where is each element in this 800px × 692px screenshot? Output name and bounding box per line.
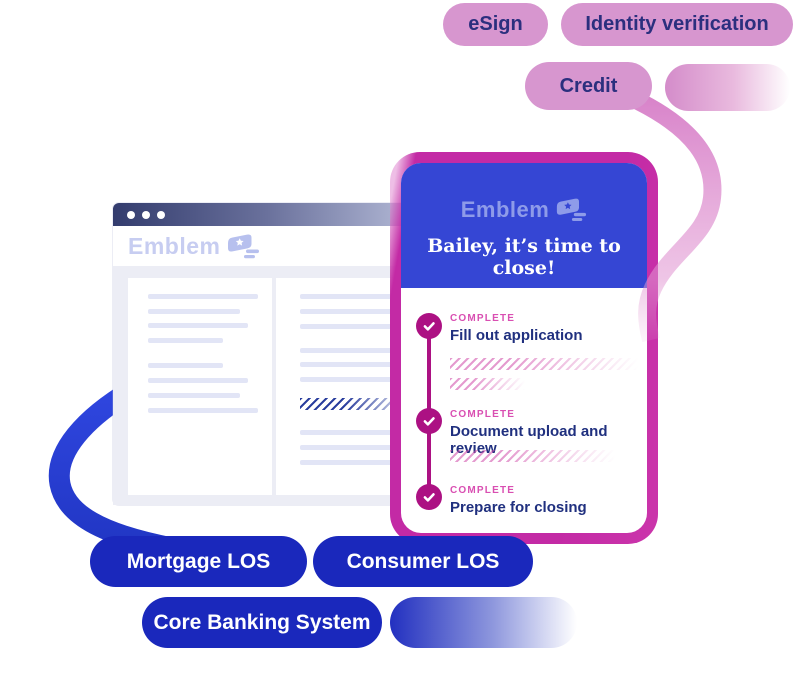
emblem-logo-text: Emblem	[128, 232, 221, 259]
placeholder-line	[148, 338, 223, 343]
window-control-dot-icon	[157, 210, 165, 219]
window-control-dot-icon	[127, 210, 135, 219]
emblem-flag-logo-icon	[557, 198, 587, 222]
emblem-logo-text: Emblem	[460, 197, 550, 222]
content-card	[128, 278, 272, 495]
browser-title-bar	[113, 203, 455, 226]
placeholder-line	[148, 323, 248, 328]
placeholder-line	[148, 408, 258, 413]
placeholder-line	[300, 430, 450, 435]
browser-toolbar: Emblem	[113, 226, 455, 266]
placeholder-line	[300, 294, 450, 299]
checklist-status: COMPLETE	[450, 313, 516, 324]
pill-mortgage-los: Mortgage LOS	[90, 536, 307, 587]
placeholder-line	[148, 393, 240, 398]
placeholder-line	[148, 363, 223, 368]
phone-screen: Emblem Bailey, it’s time to close! COMPL…	[401, 163, 647, 533]
placeholder-line	[300, 377, 450, 382]
pill-gradient-placeholder	[665, 64, 790, 111]
pill-core-banking-system: Core Banking System	[142, 597, 382, 648]
phone-app-header	[401, 163, 647, 288]
check-icon	[416, 484, 442, 510]
checklist-title: Fill out application	[450, 327, 583, 344]
phone-headline: Bailey, it’s time to close!	[427, 235, 621, 279]
pill-consumer-los: Consumer LOS	[313, 536, 533, 587]
placeholder-line	[300, 445, 440, 450]
checklist-status: COMPLETE	[450, 485, 516, 496]
placeholder-line	[300, 309, 440, 314]
emblem-logo: Emblem	[401, 197, 647, 223]
emblem-flag-logo-icon	[228, 233, 260, 258]
pill-gradient-placeholder	[390, 597, 577, 648]
placeholder-line	[300, 324, 450, 329]
phone-mockup: Emblem Bailey, it’s time to close! COMPL…	[390, 152, 658, 544]
checklist-status: COMPLETE	[450, 409, 516, 420]
check-icon	[416, 408, 442, 434]
placeholder-line	[300, 348, 440, 353]
hatched-placeholder-line	[450, 358, 646, 370]
placeholder-line	[300, 460, 450, 465]
placeholder-line	[148, 378, 248, 383]
check-icon	[416, 313, 442, 339]
checklist-title: Prepare for closing	[450, 499, 587, 516]
placeholder-line	[148, 309, 240, 314]
pill-identity-verification: Identity verification	[561, 3, 793, 46]
pill-credit: Credit	[525, 62, 652, 110]
pill-esign: eSign	[443, 3, 548, 46]
placeholder-line	[148, 294, 258, 299]
hatched-placeholder-line	[450, 378, 528, 390]
window-control-dot-icon	[142, 210, 150, 219]
placeholder-line	[300, 362, 450, 367]
hatched-placeholder-line	[450, 450, 622, 462]
